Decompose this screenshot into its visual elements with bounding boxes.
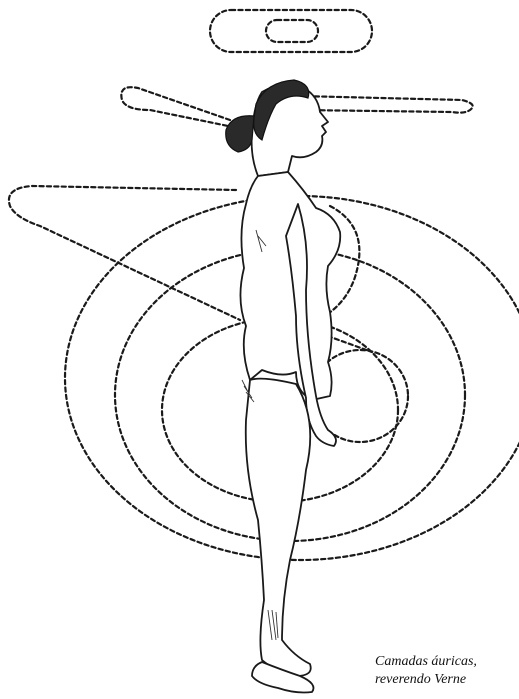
caption-line-2: reverendo Verne (375, 671, 519, 689)
aura-crown-outer (210, 10, 372, 52)
aura-crown-inner (266, 20, 318, 42)
standing-woman (226, 80, 341, 693)
caption-line-1: Camadas áuricas, (375, 653, 519, 671)
aura-outer-loop (9, 186, 240, 320)
figure-caption: Camadas áuricas, reverendo Verne (375, 653, 519, 689)
